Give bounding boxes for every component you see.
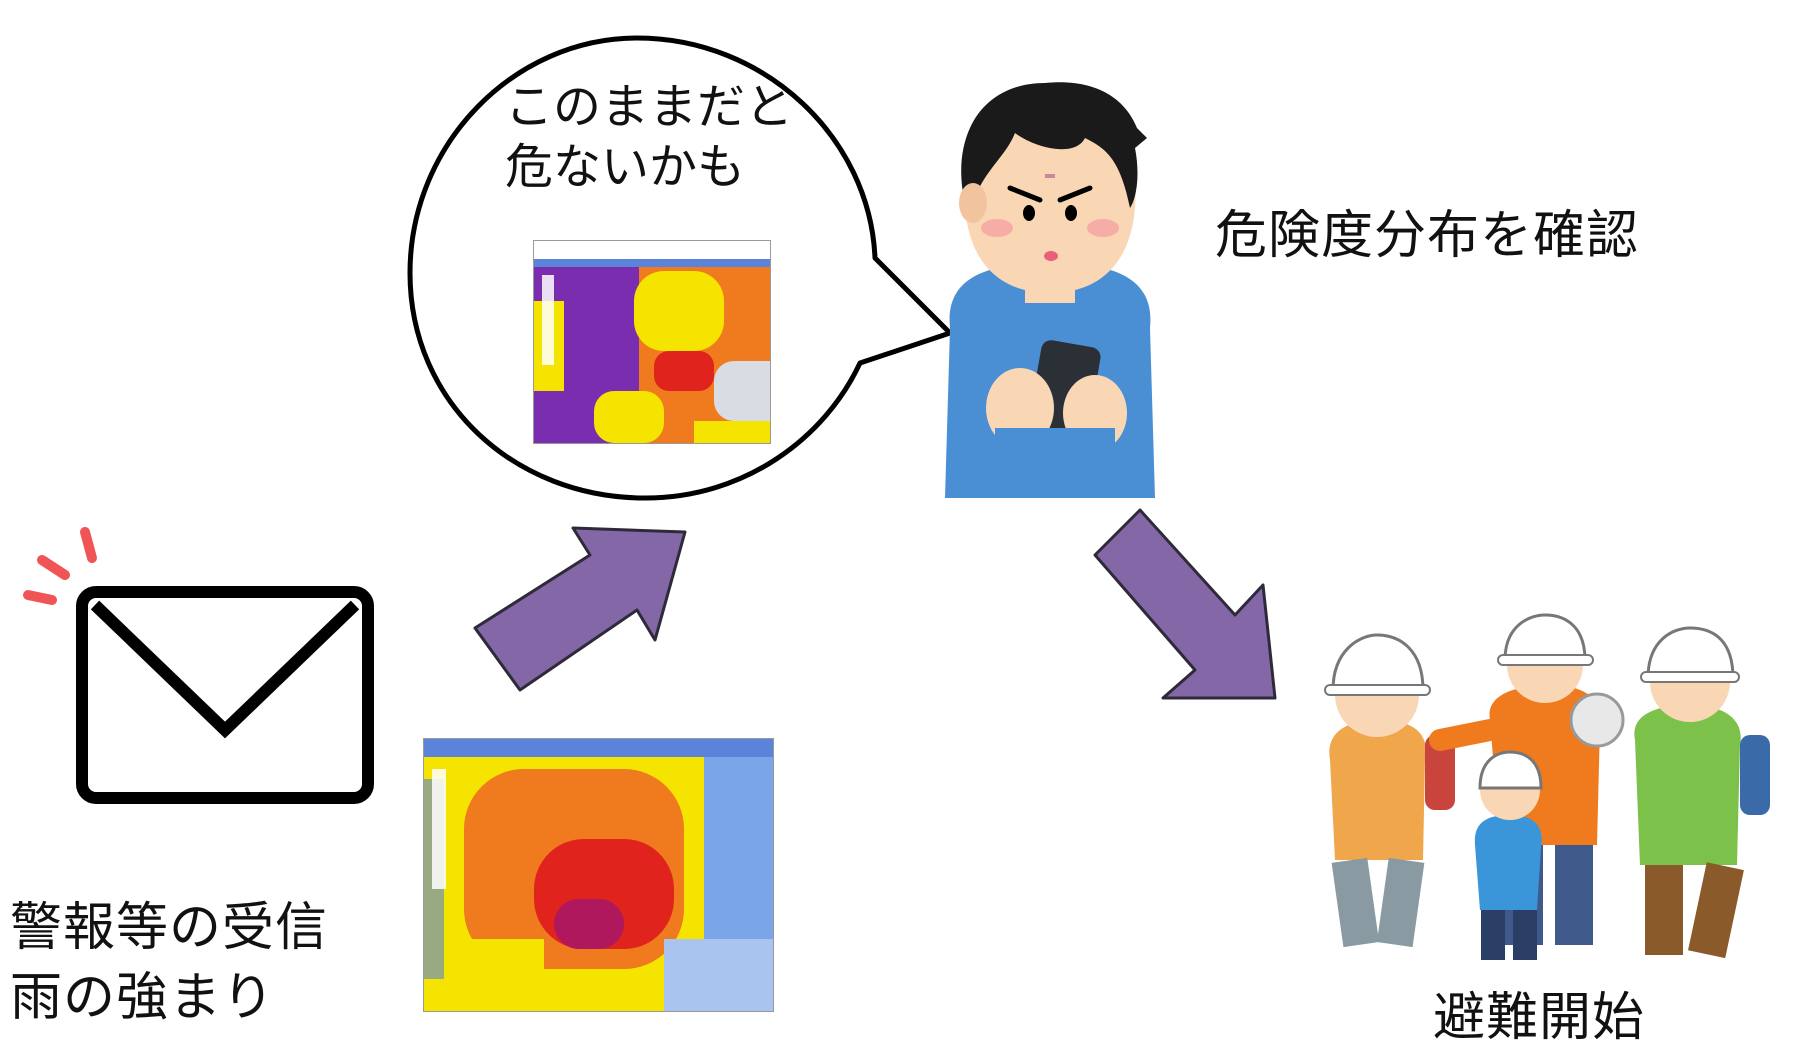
bubble-line-1: このままだと <box>505 79 794 135</box>
person-with-smartphone-icon <box>945 82 1155 498</box>
person-label: 危険度分布を確認 <box>1215 206 1640 266</box>
rain-map-large <box>423 738 774 1012</box>
risk-map-small <box>533 240 771 444</box>
arrow-up-right-icon <box>473 526 687 692</box>
alert-burst-icon <box>23 527 97 605</box>
mail-label-line-2: 雨の強まり <box>10 968 276 1028</box>
evac-label: 避難開始 <box>1433 988 1646 1048</box>
envelope-icon <box>76 586 374 804</box>
bubble-line-2: 危ないかも <box>505 139 746 195</box>
arrow-down-right-icon <box>1093 508 1277 700</box>
mail-label-line-1: 警報等の受信 <box>10 898 329 958</box>
evacuating-family-icon <box>1324 613 1770 960</box>
